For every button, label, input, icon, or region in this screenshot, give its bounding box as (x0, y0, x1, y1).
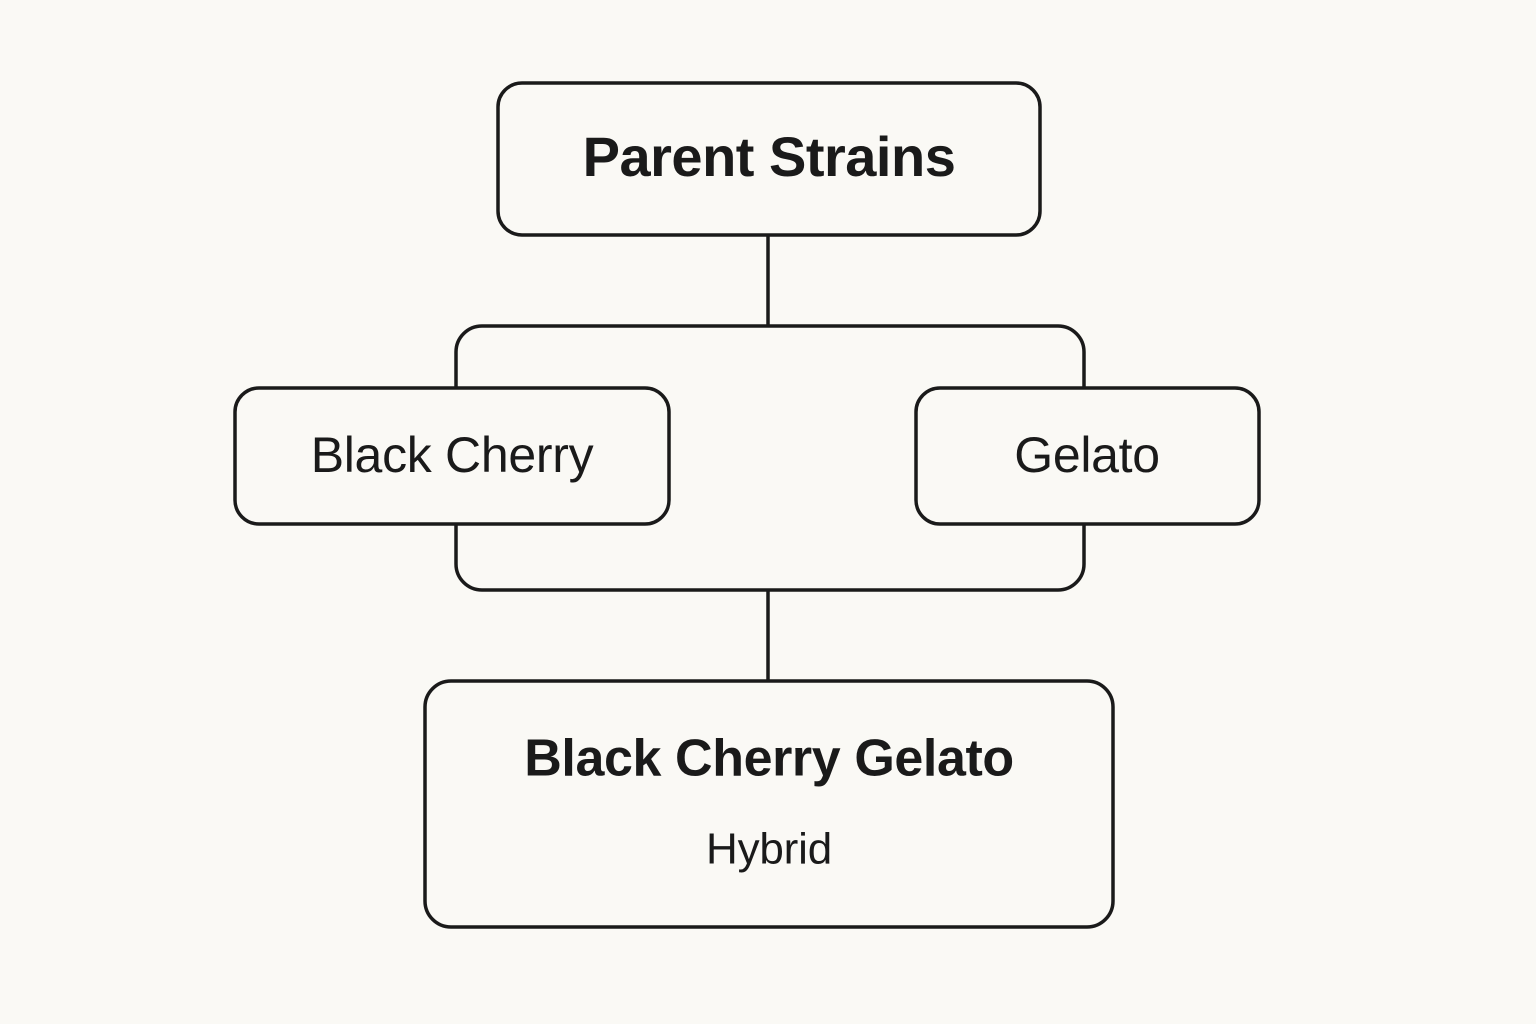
node-gelato-label: Gelato (1014, 427, 1160, 483)
node-parent-strains[interactable]: Parent Strains (496, 81, 1042, 237)
node-parent-strains-box[interactable] (496, 81, 1042, 237)
node-black-cherry-gelato-box[interactable] (423, 679, 1115, 929)
node-gelato-box[interactable] (914, 386, 1261, 526)
node-black-cherry[interactable]: Black Cherry (233, 386, 671, 526)
node-gelato[interactable]: Gelato (914, 386, 1261, 526)
node-parent-strains-label: Parent Strains (583, 125, 956, 188)
node-black-cherry-gelato[interactable]: Black Cherry Gelato Hybrid (423, 679, 1115, 929)
node-black-cherry-label: Black Cherry (311, 427, 594, 483)
node-black-cherry-gelato-name: Black Cherry Gelato (524, 730, 1014, 788)
node-black-cherry-gelato-type: Hybrid (706, 825, 832, 874)
node-black-cherry-box[interactable] (233, 386, 671, 526)
